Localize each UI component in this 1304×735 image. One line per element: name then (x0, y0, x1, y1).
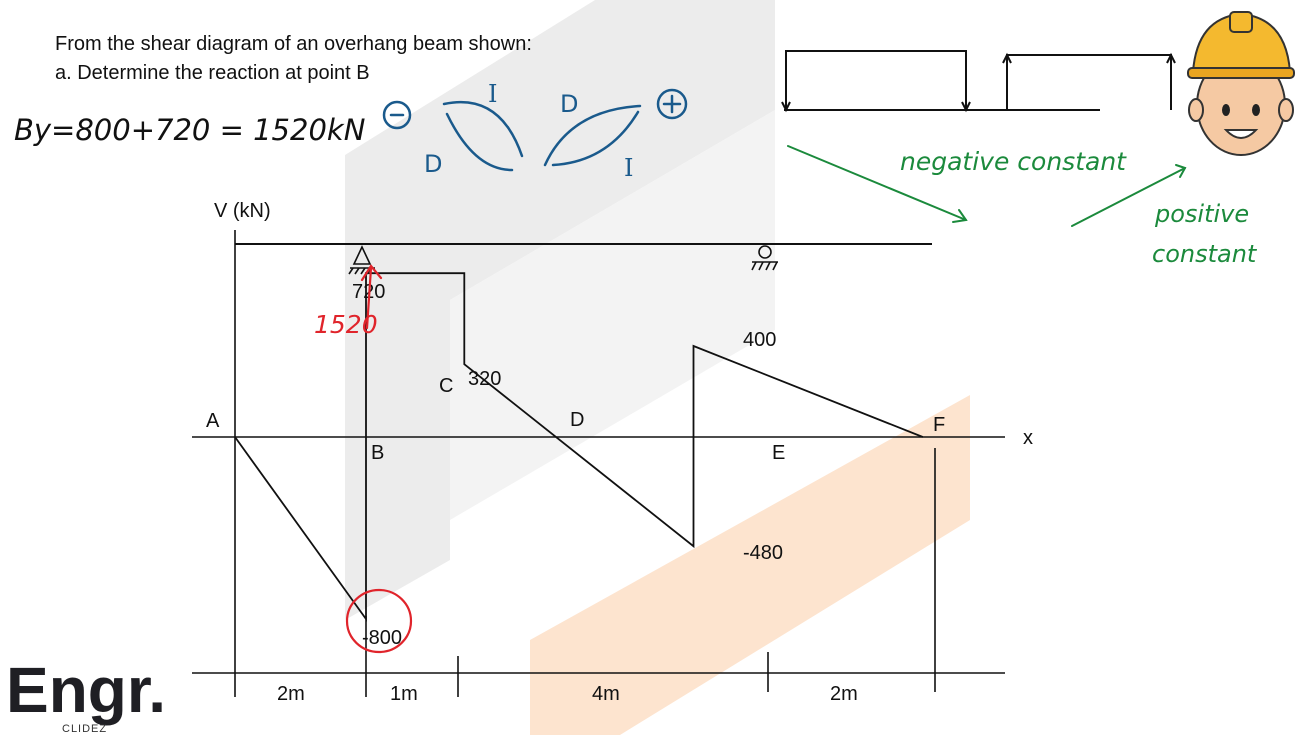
d-top-label: D (560, 90, 578, 118)
negative-load-box (781, 50, 1100, 113)
shear-curve (234, 272, 924, 622)
i-bottom-label: I (624, 154, 633, 182)
span-bc-label: 1m (390, 683, 418, 705)
constant-label: constant (1152, 240, 1258, 268)
point-b-label: B (371, 442, 384, 464)
value-320-label: 320 (468, 368, 501, 390)
x-axis-label: x (1023, 427, 1033, 449)
engr-logo: Engr. CLIDEZ (6, 654, 166, 735)
span-ef-label: 2m (830, 683, 858, 705)
point-c-label: C (439, 375, 453, 397)
negative-constant-label: negative constant (900, 147, 1127, 176)
by-equation: By=800+720 = 1520kN (14, 113, 365, 147)
value-neg480-label: -480 (743, 542, 783, 564)
i-top-label: I (488, 80, 497, 108)
logo-sub: CLIDEZ (62, 723, 107, 735)
curvature-sketch: D D I I (382, 80, 688, 182)
positive-label: positive (1154, 200, 1249, 228)
roller-support-icon (751, 245, 778, 271)
logo-brand: Engr. (6, 654, 166, 726)
positive-load-box (1002, 52, 1176, 110)
point-f-label: F (933, 414, 945, 436)
value-400-label: 400 (743, 329, 776, 351)
y-axis-label: V (kN) (214, 200, 271, 222)
reaction-value-label: 1520 (314, 310, 378, 339)
circle-annotation (345, 588, 413, 654)
value-neg800-label: -800 (362, 627, 402, 649)
engineer-mascot-icon (1187, 11, 1295, 156)
span-ce-label: 4m (592, 683, 620, 705)
point-a-label: A (206, 410, 220, 432)
span-ab-label: 2m (277, 683, 305, 705)
problem-statement-line1: From the shear diagram of an overhang be… (55, 33, 532, 55)
d-left-label: D (424, 150, 442, 178)
green-notes: negative constant positive constant (787, 145, 1258, 268)
point-d-label: D (570, 409, 584, 431)
point-e-label: E (772, 442, 785, 464)
problem-statement-line2: a. Determine the reaction at point B (55, 62, 370, 84)
reaction-annotation: 1520 (314, 264, 413, 654)
